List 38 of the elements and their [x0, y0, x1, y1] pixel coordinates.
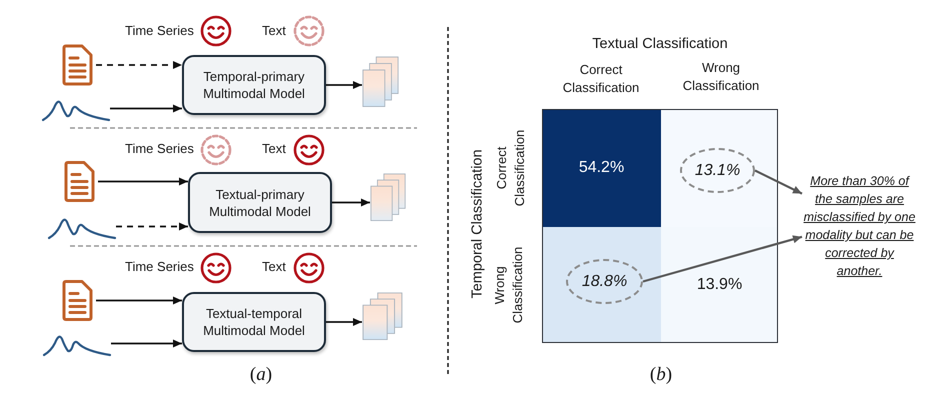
panel-label: (b)	[650, 364, 672, 386]
panel-label: (a)	[250, 364, 272, 386]
column-header: Correct Classification	[562, 61, 640, 97]
dashed-ellipse: 13.1%	[680, 148, 755, 193]
axis-title: Temporal Classification	[470, 149, 486, 299]
annotation-text: More than 30% of the samples are misclassified by one modality but can be corrected by another.	[802, 172, 917, 280]
modality-label: Time Series	[125, 259, 194, 275]
modality-label: Text	[262, 259, 286, 275]
page-stack-icon	[370, 173, 407, 222]
heatmap-cell	[542, 227, 661, 343]
arrow	[110, 104, 182, 113]
dashed-arrow	[96, 60, 182, 70]
page-stack-icon	[362, 292, 404, 341]
leader-arrow	[642, 235, 802, 283]
arrow	[96, 296, 182, 305]
row-header: Correct Classification	[493, 130, 528, 206]
modality-label: Time Series	[125, 141, 194, 157]
column-header: Wrong Classification	[682, 59, 760, 95]
leader-arrow	[754, 170, 802, 195]
dashed-ellipse: 18.8%	[566, 259, 643, 304]
model-box: Temporal-primary Multimodal Model	[182, 55, 326, 115]
dashed-arrow	[116, 222, 188, 231]
arrow	[326, 318, 362, 326]
row-header: Wrong Classification	[491, 246, 526, 324]
heatmap-cell: 13.9%	[661, 227, 778, 343]
arrow	[332, 198, 370, 207]
page-stack-icon	[362, 56, 400, 108]
modality-label: Text	[262, 23, 286, 39]
arrow	[111, 339, 182, 348]
model-box: Textual-primary Multimodal Model	[188, 172, 332, 233]
model-box: Textual-temporal Multimodal Model	[182, 292, 326, 352]
arrow	[326, 80, 362, 90]
modality-label: Text	[262, 141, 286, 157]
axis-title: Textual Classification	[592, 36, 728, 52]
arrow	[98, 177, 188, 186]
heatmap-cell: 54.2%	[542, 109, 661, 227]
modality-label: Time Series	[125, 23, 194, 39]
heatmap-cell	[661, 109, 778, 227]
